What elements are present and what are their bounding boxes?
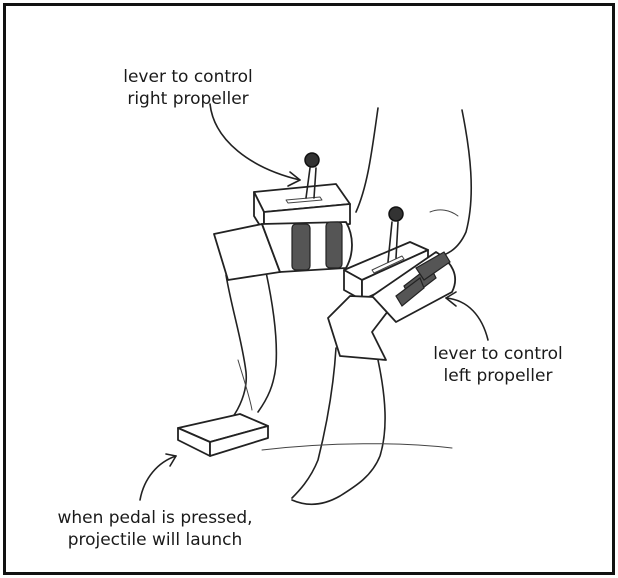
right-lever-box xyxy=(254,153,350,232)
arrow-left-lever xyxy=(446,292,488,340)
label-pedal-line-1: when pedal is pressed, xyxy=(30,507,280,529)
arrow-right-lever xyxy=(210,104,300,186)
floor-line xyxy=(262,444,452,450)
label-left-lever: lever to control left propeller xyxy=(418,343,578,387)
label-right-lever-line-1: lever to control xyxy=(108,66,268,88)
label-pedal-line-2: projectile will launch xyxy=(30,529,280,551)
front-leg xyxy=(292,348,385,504)
pedal xyxy=(178,414,268,456)
label-right-lever-line-2: right propeller xyxy=(108,88,268,110)
left-leg xyxy=(226,272,276,418)
right-propeller-cylinder xyxy=(214,222,352,280)
right-leg xyxy=(356,108,471,258)
label-left-lever-line-2: left propeller xyxy=(418,365,578,387)
label-left-lever-line-1: lever to control xyxy=(418,343,578,365)
label-right-lever: lever to control right propeller xyxy=(108,66,268,110)
label-pedal: when pedal is pressed, projectile will l… xyxy=(30,507,280,551)
arrow-pedal xyxy=(140,454,176,500)
